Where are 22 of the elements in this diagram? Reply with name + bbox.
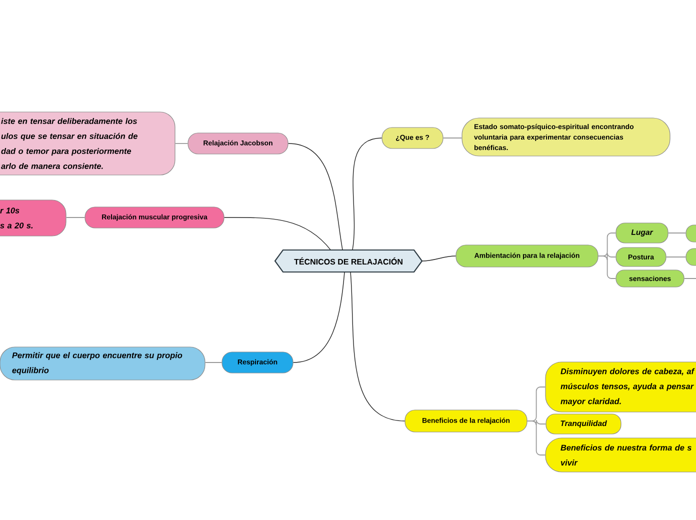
- empty-box: [686, 224, 696, 242]
- note-box: r 10s s a 20 s.: [0, 200, 66, 236]
- connector-line: [666, 256, 686, 258]
- connector-line: [66, 217, 86, 218]
- connector-line: [292, 272, 345, 363]
- central-topic: TÉCNICOS DE RELAJACIÓN: [274, 249, 423, 273]
- connector-line: [526, 420, 546, 456]
- connector-line: [668, 232, 686, 234]
- connector-line: [422, 256, 456, 262]
- connector-line: [352, 138, 382, 250]
- connector-line: [174, 143, 188, 144]
- note-box: Beneficios de nuestra forma de s vivir: [545, 438, 696, 472]
- connector-line: [204, 362, 222, 363]
- connector-line: [350, 272, 406, 422]
- connector-line: [598, 256, 616, 279]
- connector-line: [288, 143, 343, 250]
- connector-line: [224, 217, 331, 250]
- empty-box: [686, 248, 696, 266]
- note-box: Disminuyen dolores de cabeza, af músculos tensos, ayuda a pensar mayor claridad.: [545, 362, 696, 412]
- connector-line: [684, 278, 696, 279]
- note-box: iste en tensar deliberadamente los ulos que se tensar en situación de dad o temor para posteriormente arlo de manera consiente.: [0, 112, 176, 176]
- note-box: Permitir que el cuerpo encuentre su propio equilibrio: [0, 346, 206, 380]
